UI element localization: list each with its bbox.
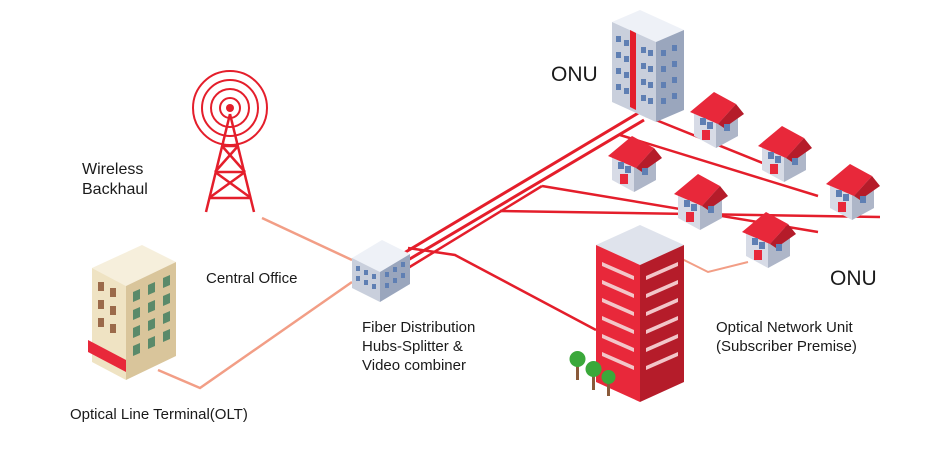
branch-line-3 xyxy=(619,133,819,198)
central-office-hub-icon xyxy=(352,240,410,302)
wireless-backhaul-label: Wireless Backhaul xyxy=(82,160,148,200)
house-icon xyxy=(826,164,880,220)
hub-to-onu-top-line-1 xyxy=(403,110,641,255)
hub-to-houses-line xyxy=(407,184,543,270)
fiber-label-line2: Hubs-Splitter & xyxy=(362,337,463,355)
central-office-label: Central Office xyxy=(206,270,298,287)
wireless-tower-icon xyxy=(192,70,268,213)
wireless-label-line1: Wireless xyxy=(82,161,144,178)
onu-office-building-icon xyxy=(612,10,684,122)
fiber-distribution-label: Fiber Distribution Hubs-Splitter & Video… xyxy=(362,319,475,375)
onu-top-label: ONU xyxy=(551,63,598,86)
fiber-label-line1: Fiber Distribution xyxy=(362,319,476,336)
onu-right-label: ONU xyxy=(830,267,877,290)
house-icon xyxy=(674,174,728,230)
apartment-building-icon xyxy=(596,225,684,402)
olt-label: Optical Line Terminal(OLT) xyxy=(70,406,248,423)
olt-to-hub-line xyxy=(157,280,353,390)
onu-desc-line2: (Subscriber Premise) xyxy=(716,337,857,355)
trees-icon xyxy=(569,351,616,396)
tower-to-hub-line xyxy=(261,216,353,262)
onu-desc-line1: Optical Network Unit xyxy=(716,319,853,336)
house-feed-line xyxy=(679,257,749,274)
fiber-label-line3: Video combiner xyxy=(362,356,466,374)
optical-network-unit-label: Optical Network Unit (Subscriber Premise… xyxy=(716,319,857,357)
wireless-label-line2: Backhaul xyxy=(82,181,148,198)
house-icon xyxy=(690,92,744,148)
olt-building-icon xyxy=(88,245,176,380)
hub-to-apartment-line xyxy=(407,246,597,332)
house-icon xyxy=(758,126,812,182)
hub-to-onu-top-line-2 xyxy=(407,118,645,262)
